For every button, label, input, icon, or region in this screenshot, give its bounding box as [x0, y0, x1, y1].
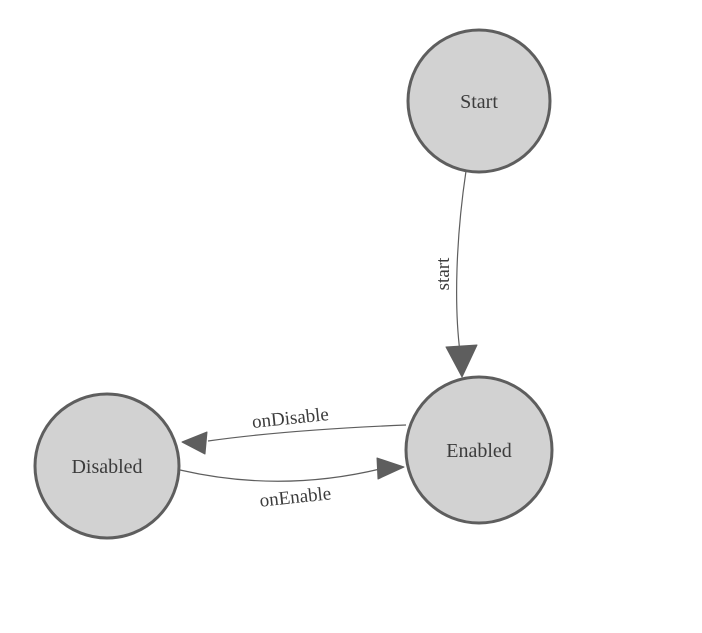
edge-enabled-to-disabled-line — [207, 424, 407, 442]
state-node-start: Start — [406, 28, 552, 174]
arrowhead-into-disabled — [181, 431, 208, 455]
start-node-label: Start — [460, 91, 498, 113]
edge-disabled-to-enabled-line — [179, 468, 381, 482]
state-node-disabled: Disabled — [33, 392, 181, 540]
arrowhead-into-enabled-top — [445, 344, 478, 378]
edge-label-onenable: onEnable — [259, 483, 333, 511]
edge-label-ondisable: onDisable — [251, 404, 330, 433]
arrowhead-into-enabled-left — [376, 457, 405, 480]
state-node-enabled: Enabled — [404, 375, 554, 525]
disabled-node-label: Disabled — [71, 456, 142, 478]
edge-start-to-enabled-line — [456, 170, 467, 353]
disabled-node-circle — [33, 392, 181, 540]
enabled-node-label: Enabled — [446, 440, 512, 462]
start-node-circle — [406, 28, 552, 174]
edge-start-to-enabled: start — [433, 170, 478, 378]
edge-enabled-to-disabled: onDisable — [181, 404, 407, 455]
enabled-node-circle — [404, 375, 554, 525]
edge-label-start: start — [433, 257, 454, 290]
edge-disabled-to-enabled: onEnable — [179, 457, 405, 512]
